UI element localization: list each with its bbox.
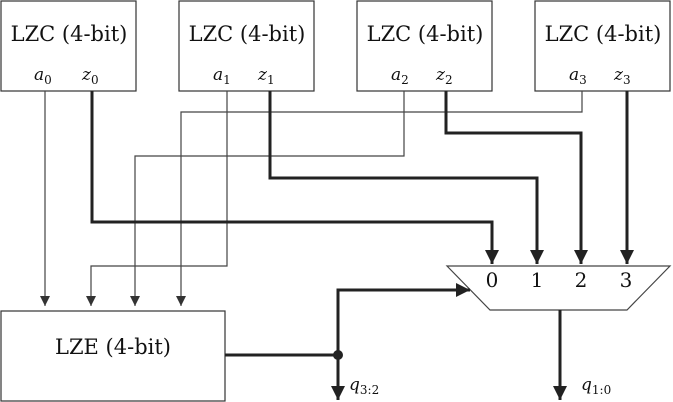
lzc-title-0: LZC (4-bit)	[11, 22, 128, 46]
lzc-block-3: LZC (4-bit) a3 z3	[534, 0, 671, 92]
wire-z2	[444, 91, 588, 264]
lzc-z-port-3: z3	[613, 65, 631, 87]
lzc-a-port-3: a3	[569, 65, 587, 87]
lzc-a-port-1: a1	[213, 65, 231, 87]
wire-mux-select	[336, 283, 470, 355]
multiplexer: 0 1 2 3	[445, 265, 672, 311]
lze-title: LZE (4-bit)	[55, 335, 171, 359]
lzc-block-1: LZC (4-bit) a1 z1	[178, 0, 315, 92]
lzc-title-2: LZC (4-bit)	[367, 22, 484, 46]
lze-block: LZE (4-bit)	[0, 310, 226, 402]
wire-a3	[176, 91, 583, 306]
mux-input-label-0: 0	[486, 268, 499, 292]
mux-input-label-2: 2	[575, 268, 588, 292]
lzc-a-port-2: a2	[391, 65, 409, 87]
wire-a1	[86, 91, 228, 306]
mux-input-label-1: 1	[531, 268, 544, 292]
lzc-z-port-2: z2	[435, 65, 453, 87]
mux-input-label-3: 3	[620, 268, 633, 292]
lzc-z-port-0: z0	[81, 65, 99, 87]
lzc-a-port-0: a0	[34, 65, 52, 87]
wire-z1	[268, 91, 544, 264]
label-q-low: q1:0	[581, 375, 611, 397]
lzc-block-2: LZC (4-bit) a2 z2	[356, 0, 493, 92]
lzc-z-port-1: z1	[257, 65, 275, 87]
lzc-title-1: LZC (4-bit)	[189, 22, 306, 46]
wire-z0	[90, 91, 499, 264]
lzc-block-0: LZC (4-bit) a0 z0	[0, 0, 137, 92]
label-q-high: q3:2	[349, 375, 379, 397]
lzc-title-3: LZC (4-bit)	[545, 22, 662, 46]
